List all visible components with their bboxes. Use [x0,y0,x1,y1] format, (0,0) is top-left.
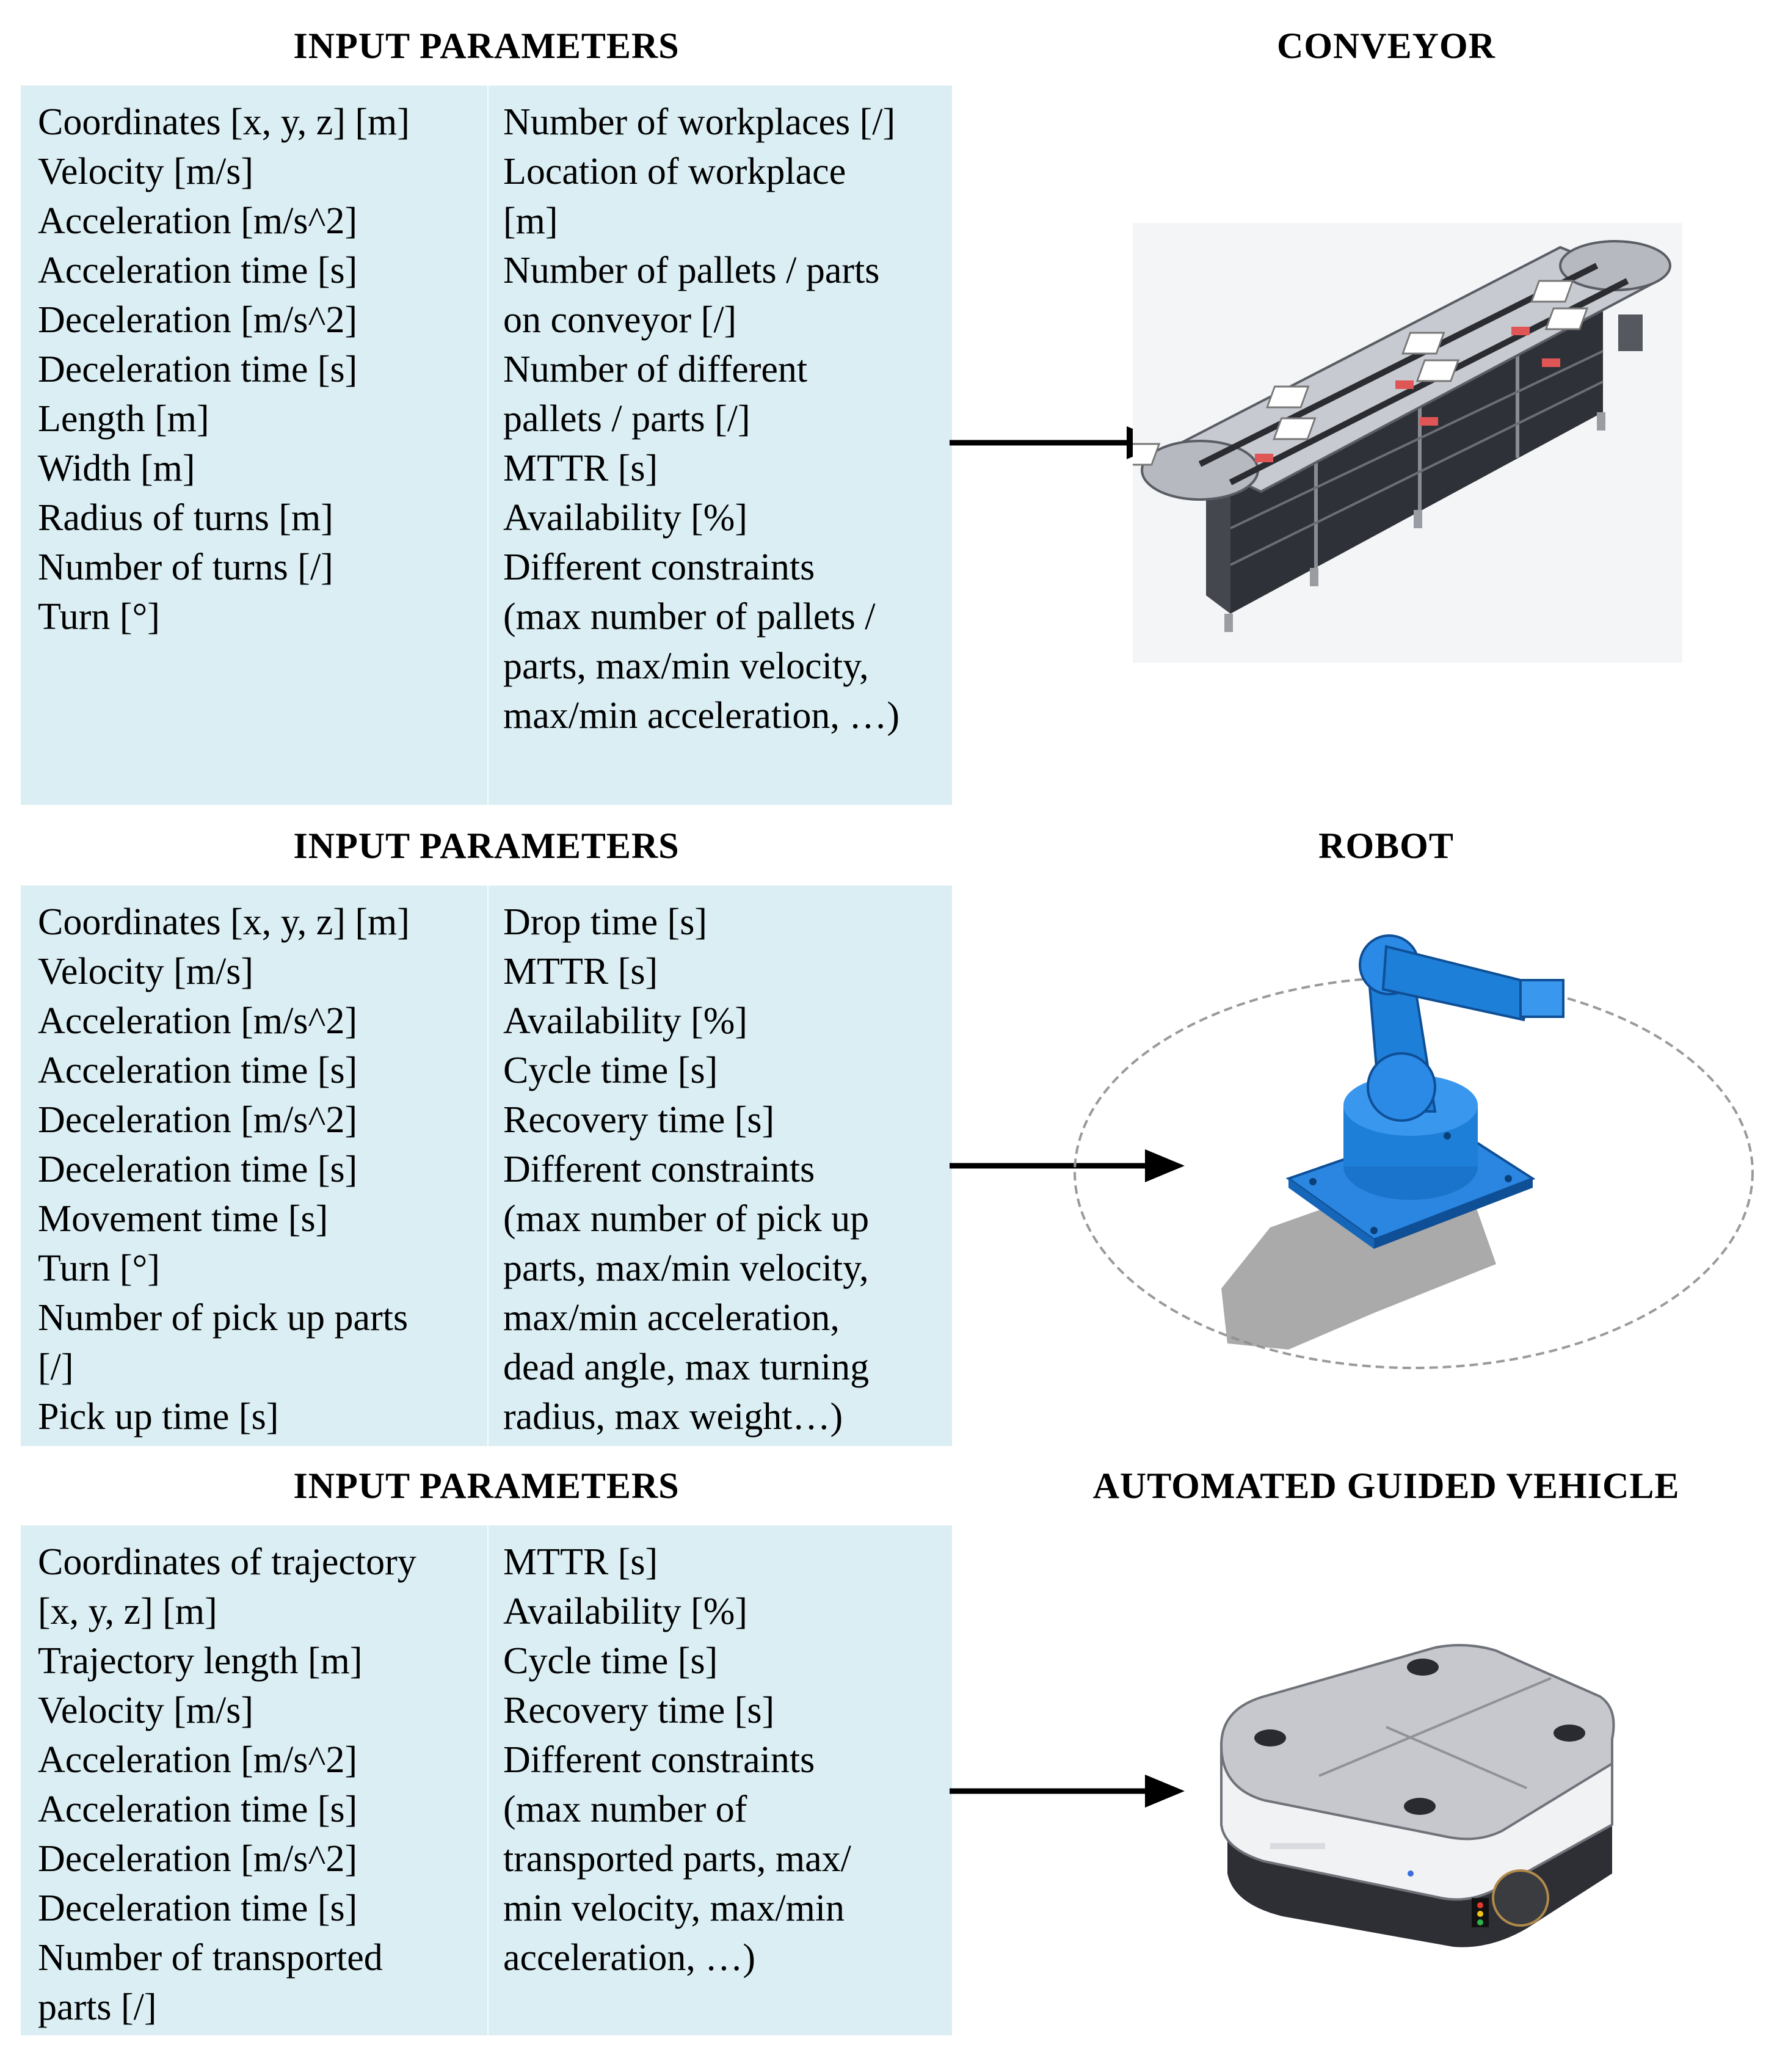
parameter-item: Coordinates [x, y, z] [m] [38,901,410,943]
parameter-item: Recovery time [s] [503,1690,775,1731]
parameter-item: radius, max weight…) [503,1396,843,1438]
parameter-item: Coordinates of trajectory [38,1541,416,1583]
parameter-item: min velocity, max/min [503,1888,845,1929]
parameter-item: MTTR [s] [503,1541,658,1583]
parameter-item: Acceleration [m/s^2] [38,200,358,242]
parameter-item: Movement time [s] [38,1198,329,1240]
parameter-item: Coordinates [x, y, z] [m] [38,101,410,143]
conveyor-illustration [1116,223,1682,666]
parameter-item: Deceleration time [s] [38,349,358,390]
parameter-item: Number of pallets / parts [503,250,880,291]
parameter-item: transported parts, max/ [503,1838,851,1880]
parameter-item: Acceleration time [s] [38,1789,358,1830]
parameter-item: Number of different [503,349,808,390]
parameter-item: Acceleration time [s] [38,1050,358,1091]
component-title-agv: AUTOMATED GUIDED VEHICLE [1092,1466,1680,1506]
parameter-item: parts, max/min velocity, [503,1248,869,1289]
parameter-item: Deceleration [m/s^2] [38,299,358,341]
parameter-item: Velocity [m/s] [38,1690,253,1731]
parameter-item: Deceleration [m/s^2] [38,1838,358,1880]
parameter-item: Deceleration time [s] [38,1149,358,1190]
parameter-item: [/] [38,1347,74,1388]
parameter-item: Different constraints [503,547,815,588]
parameter-item: MTTR [s] [503,448,658,489]
parameter-item: Deceleration [m/s^2] [38,1099,358,1141]
robot-arm-illustration [1069,922,1759,1450]
parameter-item: max/min acceleration, …) [503,695,900,736]
parameter-item: Turn [°] [38,596,160,638]
column-divider [487,85,489,805]
parameter-item: Location of workplace [503,151,846,192]
parameter-item: Different constraints [503,1149,815,1190]
arrow-right-icon [950,1770,1188,1812]
parameter-item: Availability [%] [503,497,748,539]
input-parameters-heading: INPUT PARAMETERS [293,26,680,66]
parameter-item: Number of workplaces [/] [503,101,896,143]
parameter-item: [x, y, z] [m] [38,1591,217,1632]
parameter-item: Pick up time [s] [38,1396,279,1438]
parameter-table-conveyor: Coordinates [x, y, z] [m] Velocity [m/s]… [21,85,952,805]
parameter-column-right: Number of workplaces [/] Location of wor… [503,98,943,741]
parameter-item: Availability [%] [503,1000,748,1042]
parameter-item: Velocity [m/s] [38,151,253,192]
arrow-right-icon [950,1144,1188,1187]
parameter-column-right: Drop time [s] MTTR [s] Availability [%] … [503,898,943,1442]
parameter-item: Acceleration [m/s^2] [38,1739,358,1781]
parameter-item: Different constraints [503,1739,815,1781]
parameter-item: MTTR [s] [503,951,658,992]
input-parameters-heading: INPUT PARAMETERS [293,826,680,866]
parameter-item: (max number of pick up [503,1198,870,1240]
parameter-item: Length [m] [38,398,209,440]
parameter-column-right: MTTR [s] Availability [%] Cycle time [s]… [503,1538,943,1983]
parameter-item: Acceleration [m/s^2] [38,1000,358,1042]
parameter-item: Recovery time [s] [503,1099,775,1141]
section-agv: INPUT PARAMETERS AUTOMATED GUIDED VEHICL… [0,1440,1777,2072]
parameter-item: pallets / parts [/] [503,398,750,440]
parameter-item: (max number of pallets / [503,596,876,638]
parameter-item: Cycle time [s] [503,1050,718,1091]
parameter-item: Width [m] [38,448,195,489]
section-robot: INPUT PARAMETERS ROBOT Coordinates [x, y… [0,800,1777,1447]
parameter-item: (max number of [503,1789,747,1830]
component-title-conveyor: CONVEYOR [1276,26,1495,66]
parameter-item: Number of transported [38,1937,383,1979]
parameter-item: Drop time [s] [503,901,708,943]
parameter-item: Acceleration time [s] [38,250,358,291]
parameter-item: dead angle, max turning [503,1347,870,1388]
input-parameters-heading: INPUT PARAMETERS [293,1466,680,1506]
parameter-item: on conveyor [/] [503,299,737,341]
column-divider [487,1525,489,2035]
parameter-item: max/min acceleration, [503,1297,840,1339]
parameter-item: Number of turns [/] [38,547,333,588]
parameter-item: Deceleration time [s] [38,1888,358,1929]
parameter-item: acceleration, …) [503,1937,756,1979]
parameter-item: Availability [%] [503,1591,748,1632]
parameter-column-left: Coordinates [x, y, z] [m] Velocity [m/s]… [38,898,478,1442]
section-conveyor: INPUT PARAMETERS CONVEYOR Coordinates [x… [0,0,1777,806]
parameter-item: Number of pick up parts [38,1297,409,1339]
parameter-table-agv: Coordinates of trajectory [x, y, z] [m] … [21,1525,952,2035]
parameter-item: Radius of turns [m] [38,497,333,539]
parameter-item: Velocity [m/s] [38,951,253,992]
agv-illustration [1209,1641,1637,1962]
parameter-item: Cycle time [s] [503,1640,718,1682]
parameter-item: parts [/] [38,1987,157,2028]
parameter-item: Turn [°] [38,1248,160,1289]
parameter-item: Trajectory length [m] [38,1640,363,1682]
parameter-item: parts, max/min velocity, [503,645,869,687]
parameter-column-left: Coordinates of trajectory [x, y, z] [m] … [38,1538,478,2032]
parameter-column-left: Coordinates [x, y, z] [m] Velocity [m/s]… [38,98,478,642]
column-divider [487,885,489,1446]
component-title-robot: ROBOT [1318,826,1454,866]
parameter-item: [m] [503,200,558,242]
parameter-table-robot: Coordinates [x, y, z] [m] Velocity [m/s]… [21,885,952,1446]
